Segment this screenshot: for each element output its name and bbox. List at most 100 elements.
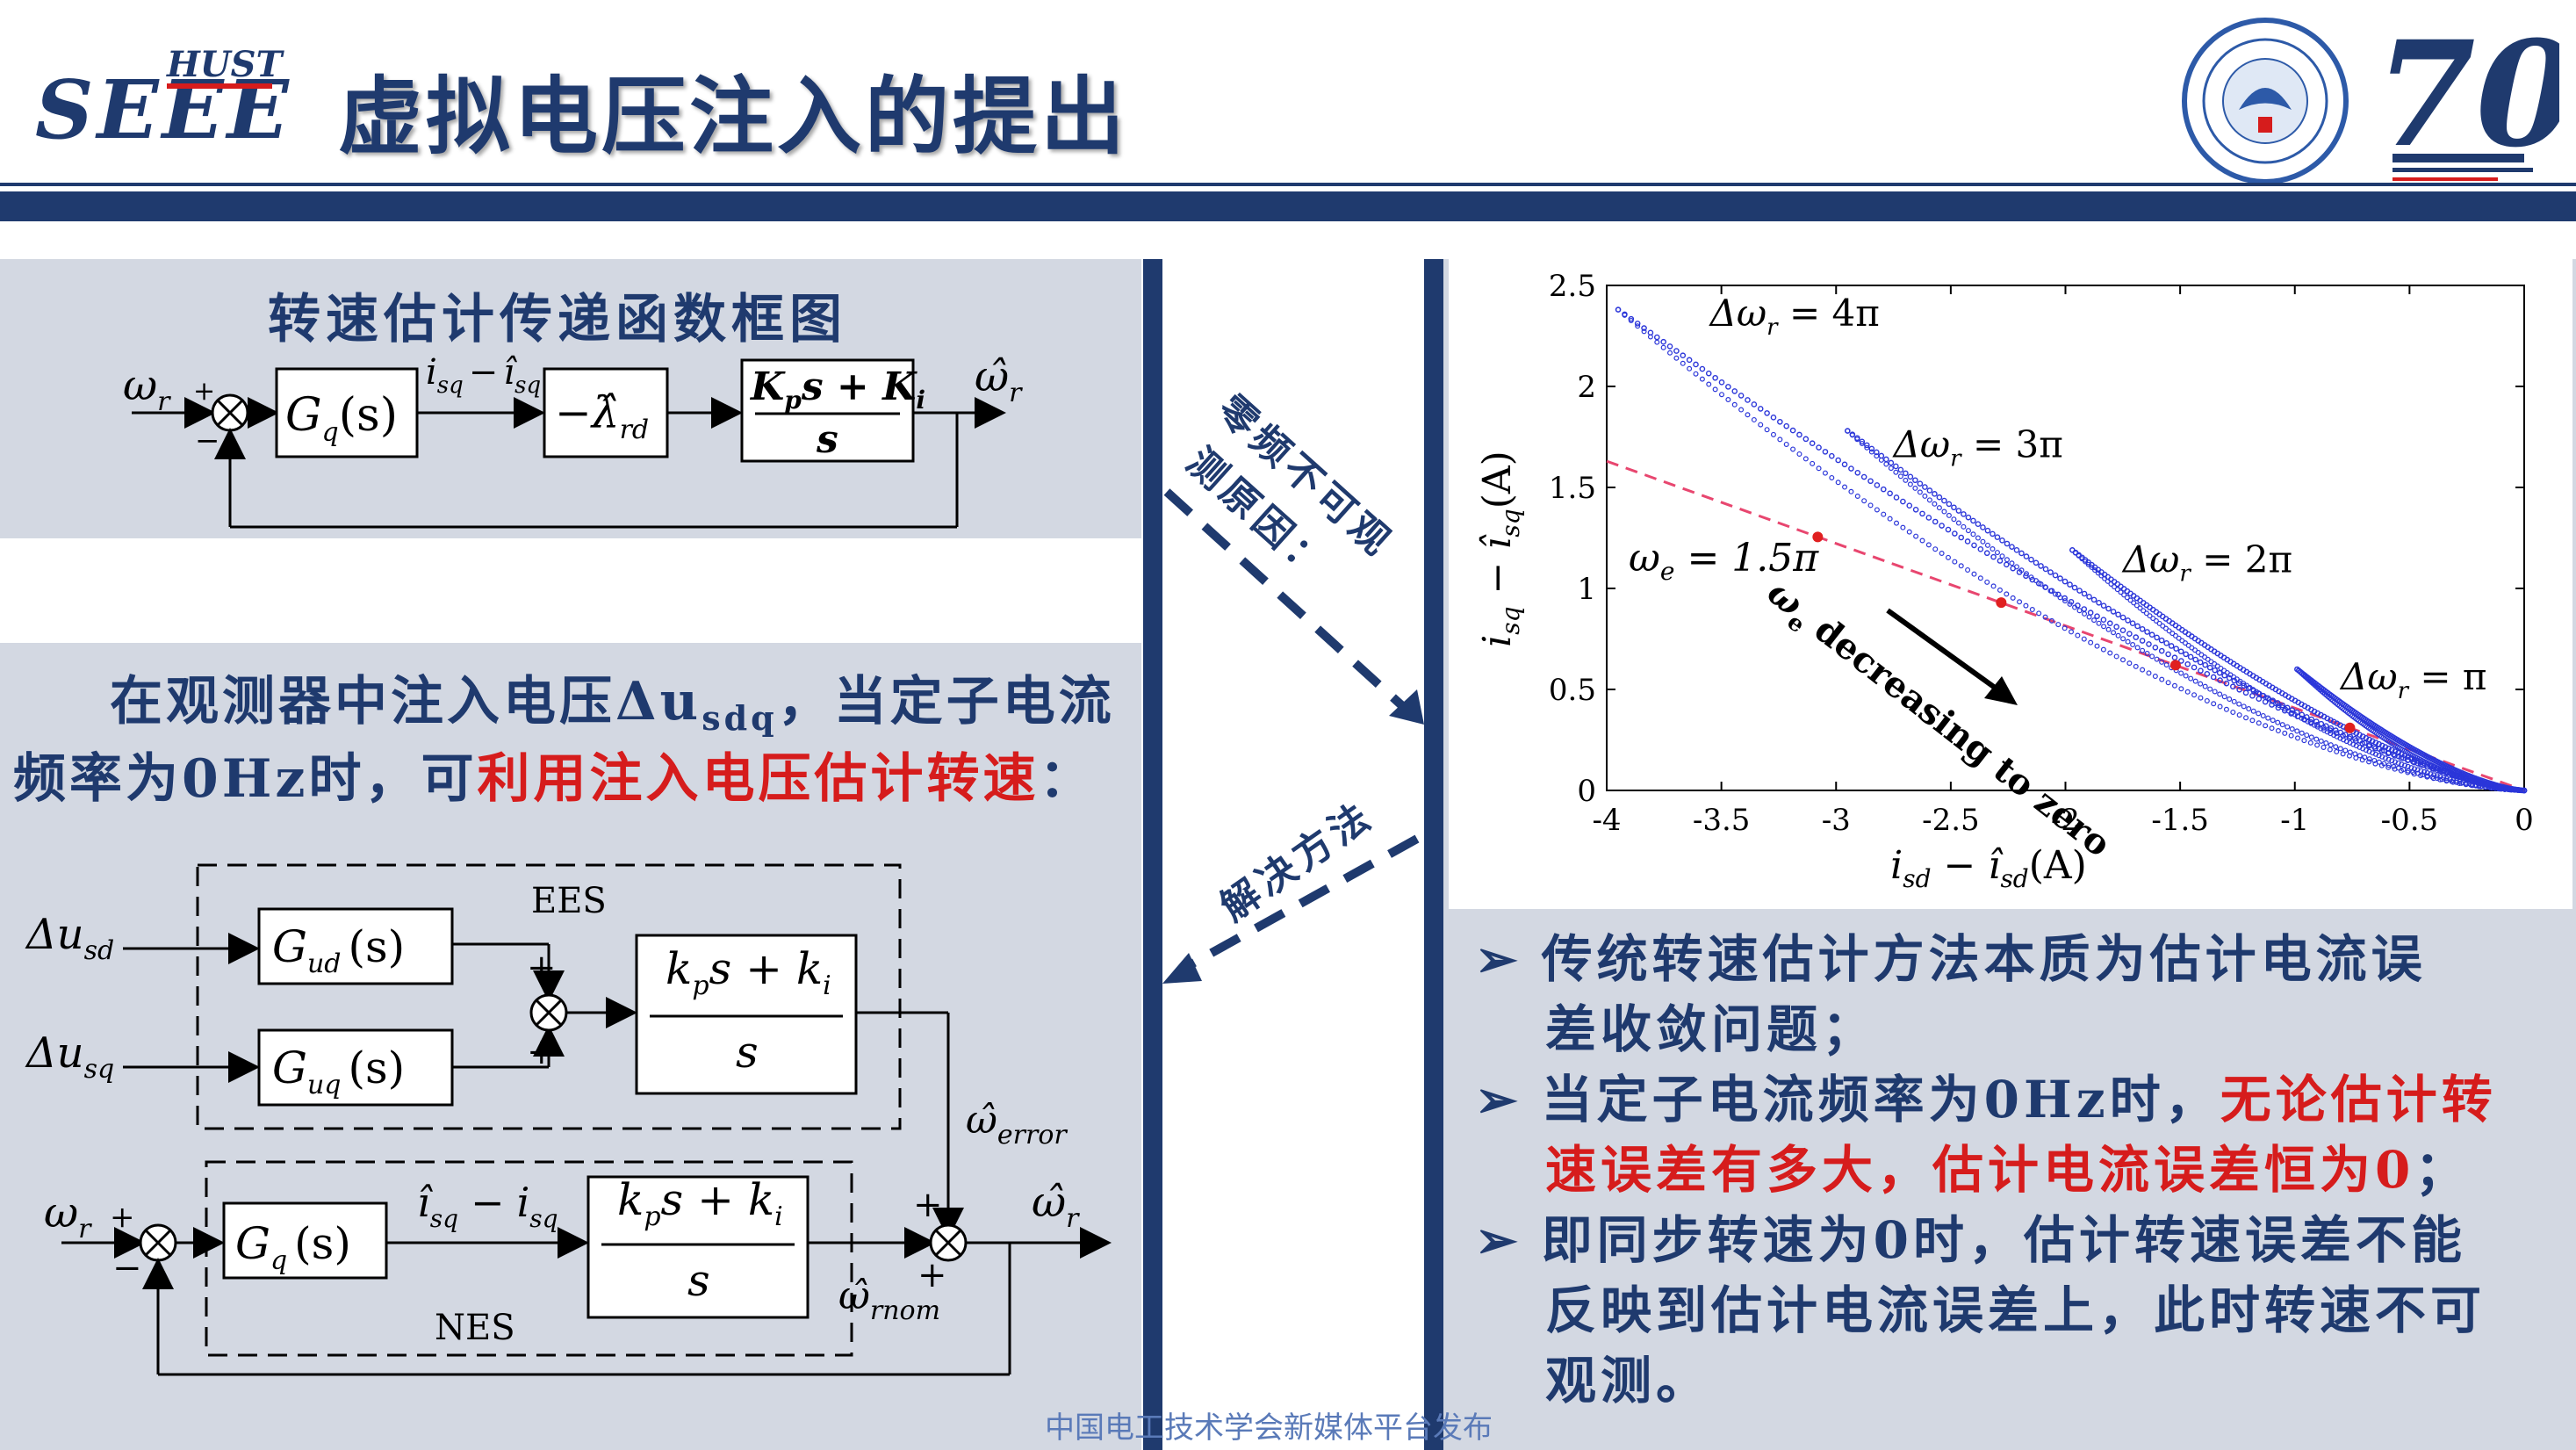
series-point-inner <box>2141 608 2147 614</box>
series-point <box>1693 361 1699 368</box>
series-point-inner <box>2334 748 2340 754</box>
svg-text:s: s <box>816 417 838 462</box>
series-point <box>1822 449 1829 455</box>
series-point <box>1903 470 1909 477</box>
series-point <box>2198 667 2204 674</box>
series-point-inner <box>2134 645 2141 651</box>
header-thin-rule <box>0 183 2576 186</box>
series-point-inner <box>2095 570 2101 576</box>
series-point <box>1912 477 1918 484</box>
series-point-inner <box>2231 698 2237 704</box>
series-point-inner <box>2152 674 2158 680</box>
series-point <box>1653 334 1660 341</box>
series-point <box>1860 473 1867 480</box>
series-point-inner <box>2127 597 2133 603</box>
series-point-inner <box>1842 484 1848 490</box>
series-point <box>2018 550 2025 557</box>
series-point-inner <box>1864 444 1870 451</box>
series-point-inner <box>2153 617 2159 624</box>
series-point-inner <box>2381 761 2387 767</box>
svg-text:Δusq: Δusq <box>25 1028 114 1085</box>
series-point-inner <box>2156 620 2162 626</box>
series-point-inner <box>2137 605 2143 611</box>
series-point-inner <box>1615 307 1622 313</box>
series-point-inner <box>1854 494 1860 500</box>
series-point <box>2033 559 2040 566</box>
series-point-inner <box>1936 505 1942 511</box>
series-point <box>2105 605 2112 612</box>
series-point <box>2366 741 2373 748</box>
svg-text:−: − <box>195 423 220 458</box>
series-point-inner <box>2184 689 2191 695</box>
series-point-inner <box>1952 559 1958 565</box>
series-point-inner <box>2295 735 2301 741</box>
series-label: Δωr = π <box>2339 655 2487 704</box>
svg-text:EES: EES <box>531 881 607 921</box>
we-label: ωe = 1.5π <box>1629 536 1819 586</box>
svg-text:+: + <box>193 376 215 407</box>
series-point-inner <box>2107 650 2113 656</box>
series-point <box>1868 445 1875 452</box>
series-point-inner <box>2328 742 2334 748</box>
series-point-inner <box>2147 613 2153 619</box>
page-title: 虚拟电压注入的提出 <box>338 68 1128 166</box>
series-point <box>2096 599 2102 606</box>
series-point-inner <box>2191 692 2198 698</box>
series-point-inner <box>2289 726 2295 732</box>
svg-text:+: + <box>527 1032 557 1072</box>
series-point-inner <box>2140 647 2146 653</box>
svg-text:+: + <box>913 1185 943 1225</box>
series-point-inner <box>2057 595 2063 601</box>
series-point <box>2052 572 2059 579</box>
series-point <box>1975 521 1982 527</box>
series-point <box>2168 643 2175 649</box>
series-point-inner <box>2140 667 2146 673</box>
series-point-inner <box>2038 581 2044 588</box>
series-point <box>1951 504 1957 511</box>
series-point-inner <box>2092 567 2098 574</box>
series-point-inner <box>2241 703 2247 710</box>
series-point <box>1783 422 1790 429</box>
series-point-inner <box>1900 524 1906 530</box>
series-point-inner <box>1874 507 1880 513</box>
series-point-inner <box>1751 416 1757 422</box>
paragraph-line-2: 频率为0Hz时，可利用注入电压估计转速： <box>13 748 1096 810</box>
series-point-inner <box>2004 591 2010 597</box>
series-point <box>2392 748 2399 754</box>
series-point-inner <box>2395 765 2401 771</box>
series-point-inner <box>2249 718 2256 724</box>
series-point <box>2385 745 2392 752</box>
series-point-inner <box>1984 542 1990 548</box>
intersection-point <box>2169 660 2181 671</box>
series-point <box>1936 494 1943 501</box>
x-tick-label: -1 <box>2280 803 2309 838</box>
series-point <box>1864 442 1870 449</box>
series-point-inner <box>2236 701 2242 707</box>
series-point-inner <box>2081 636 2087 642</box>
series-point <box>2212 667 2218 674</box>
series-point-inner <box>1919 537 1925 544</box>
series-point-inner <box>2076 608 2083 614</box>
series-point-inner <box>2113 653 2119 660</box>
series-point-inner <box>2131 600 2137 606</box>
series-point <box>2126 631 2133 637</box>
series-point-inner <box>2178 686 2184 692</box>
series-point-inner <box>1971 571 1977 577</box>
series-point-inner <box>2086 614 2092 620</box>
series-point-inner <box>1965 528 1971 534</box>
series-point <box>2388 747 2395 754</box>
series-point-inner <box>2198 681 2204 687</box>
series-point <box>2158 637 2165 644</box>
series-point-inner <box>2318 738 2324 744</box>
series-point <box>2197 659 2204 666</box>
series-point-inner <box>2352 751 2358 757</box>
series-point <box>1907 473 1914 480</box>
series-point <box>1738 393 1745 399</box>
series-point-inner <box>2385 764 2392 770</box>
series-point <box>2333 727 2339 733</box>
series-point <box>2042 566 2049 573</box>
series-point <box>1848 465 1854 472</box>
series-point-inner <box>2169 631 2176 637</box>
series-point-inner <box>2069 629 2075 635</box>
